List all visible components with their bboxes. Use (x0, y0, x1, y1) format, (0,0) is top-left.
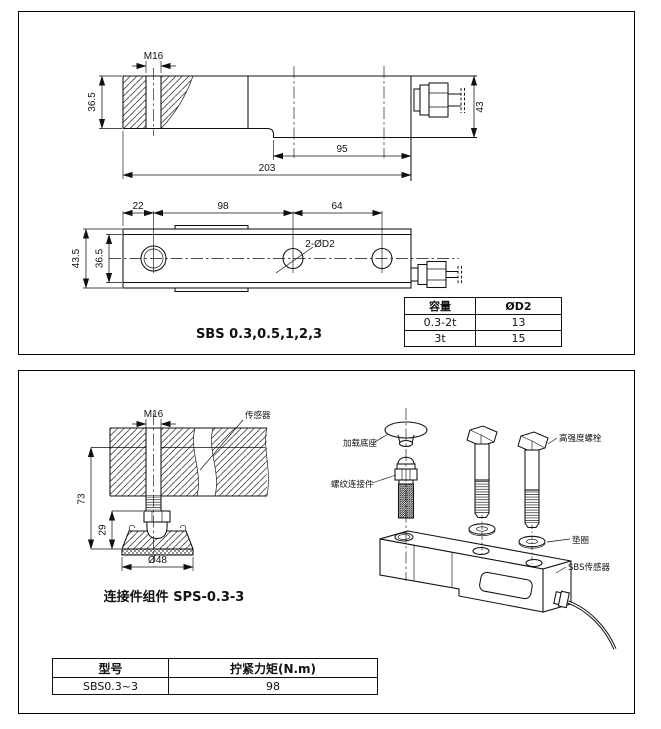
bolt-label: 高强度螺栓 (559, 433, 602, 444)
dim-36-5-side: 36.5 (87, 75, 122, 129)
model-cell: SBS0.3~3 (52, 677, 169, 695)
dim-m16-side: M16 (132, 51, 176, 73)
model-range-label: SBS 0.3,0.5,1,2,3 (196, 327, 322, 342)
capacity-cell: 0.3-2t (404, 314, 476, 331)
holes-callout-text: 2-ØD2 (305, 239, 335, 250)
bolt-middle (466, 425, 498, 537)
capacity-cell: 3t (404, 330, 476, 347)
dim-98: 98 (153, 201, 294, 217)
dim-text-m16-foot: M16 (144, 409, 164, 420)
callout-2-d2: 2-ØD2 (275, 239, 335, 274)
capacity-table: 容量 ØD2 0.3-2t 13 3t 15 (404, 297, 562, 347)
table-row: 容量 ØD2 (404, 297, 562, 315)
dim-text-36-5-top: 36.5 (95, 248, 106, 268)
dim-text-98: 98 (217, 201, 229, 212)
dim-text-m16: M16 (144, 51, 164, 62)
threaded-connector-label: 螺纹连接件 (331, 479, 374, 490)
cable-connector-top (410, 260, 462, 289)
loading-base-label: 加载底座 (343, 438, 378, 449)
table-row: 3t 15 (404, 330, 562, 347)
callout-bolt: 高强度螺栓 (547, 433, 602, 445)
dim-203: 203 (122, 131, 412, 179)
torque-table: 型号 拧紧力矩(N.m) SBS0.3~3 98 (52, 658, 378, 695)
dim-text-73: 73 (77, 493, 88, 505)
callout-loading-base: 加载底座 (343, 433, 389, 449)
table-row: SBS0.3~3 98 (52, 677, 378, 695)
sensor-callout: 传感器 (199, 410, 271, 471)
callout-washer: 垫圈 (546, 535, 589, 546)
dim-95: 95 (273, 140, 412, 160)
dimension-drawing-canvas: M16 36.5 43 95 203 (71, 51, 486, 342)
torque-cell: 98 (168, 677, 378, 695)
dim-dia-48: Ø48 (121, 555, 194, 571)
dim-text-64: 64 (331, 201, 343, 212)
dim-64: 64 (292, 201, 383, 217)
dim-text-dia48: Ø48 (148, 555, 167, 566)
dim-text-36-5: 36.5 (87, 92, 98, 112)
cable-connector-side (413, 82, 465, 118)
table-row: 0.3-2t 13 (404, 314, 562, 331)
cable-gland (553, 590, 570, 609)
foot-assembly-caption: 连接件组件 SPS-0.3-3 (104, 589, 245, 605)
dim-text-203: 203 (259, 163, 276, 174)
washer-label: 垫圈 (572, 535, 589, 546)
sheet-dimension-drawing: M16 36.5 43 95 203 (18, 11, 635, 355)
dim-43: 43 (470, 75, 486, 138)
bolt-right (517, 431, 549, 549)
side-view: M16 36.5 43 95 203 (87, 51, 486, 181)
d2-cell: 15 (475, 330, 562, 347)
dim-text-29: 29 (98, 524, 109, 536)
dim-text-43: 43 (475, 101, 486, 113)
sbs-sensor-label: SBS传感器 (568, 562, 610, 573)
top-view: 22 98 64 43.5 36.5 2-ØD2 (71, 201, 462, 293)
capacity-header: 容量 (404, 297, 476, 315)
load-cell-block (379, 530, 617, 650)
callout-threaded-connector: 螺纹连接件 (331, 474, 397, 490)
dim-m16-foot: M16 (132, 409, 176, 431)
dim-29: 29 (98, 510, 143, 550)
foot-assembly-view: M16 73 29 Ø48 传感器 连接件组件 SPS-0.3-3 (77, 409, 272, 605)
dim-22: 22 (122, 201, 154, 217)
table-row: 型号 拧紧力矩(N.m) (52, 658, 378, 678)
torque-header: 拧紧力矩(N.m) (168, 658, 378, 678)
d2-cell: 13 (475, 314, 562, 331)
callout-sbs-sensor: SBS传感器 (555, 562, 610, 574)
sensor-callout-text: 传感器 (245, 410, 271, 421)
dim-36-5-top: 36.5 (95, 234, 122, 283)
dim-73: 73 (77, 447, 121, 550)
sheet-assembly-drawing: M16 73 29 Ø48 传感器 连接件组件 SPS-0.3-3 (18, 370, 635, 714)
d2-header: ØD2 (475, 297, 562, 315)
assembly-drawing-canvas: M16 73 29 Ø48 传感器 连接件组件 SPS-0.3-3 (77, 408, 617, 650)
dim-text-95: 95 (336, 144, 348, 155)
dim-text-43-5: 43.5 (71, 248, 82, 268)
dim-43-5: 43.5 (71, 228, 122, 289)
exploded-view: 加载底座 螺纹连接件 高强度螺栓 垫圈 SBS传感器 (331, 408, 617, 650)
model-header: 型号 (52, 658, 169, 678)
dim-text-22: 22 (132, 201, 144, 212)
